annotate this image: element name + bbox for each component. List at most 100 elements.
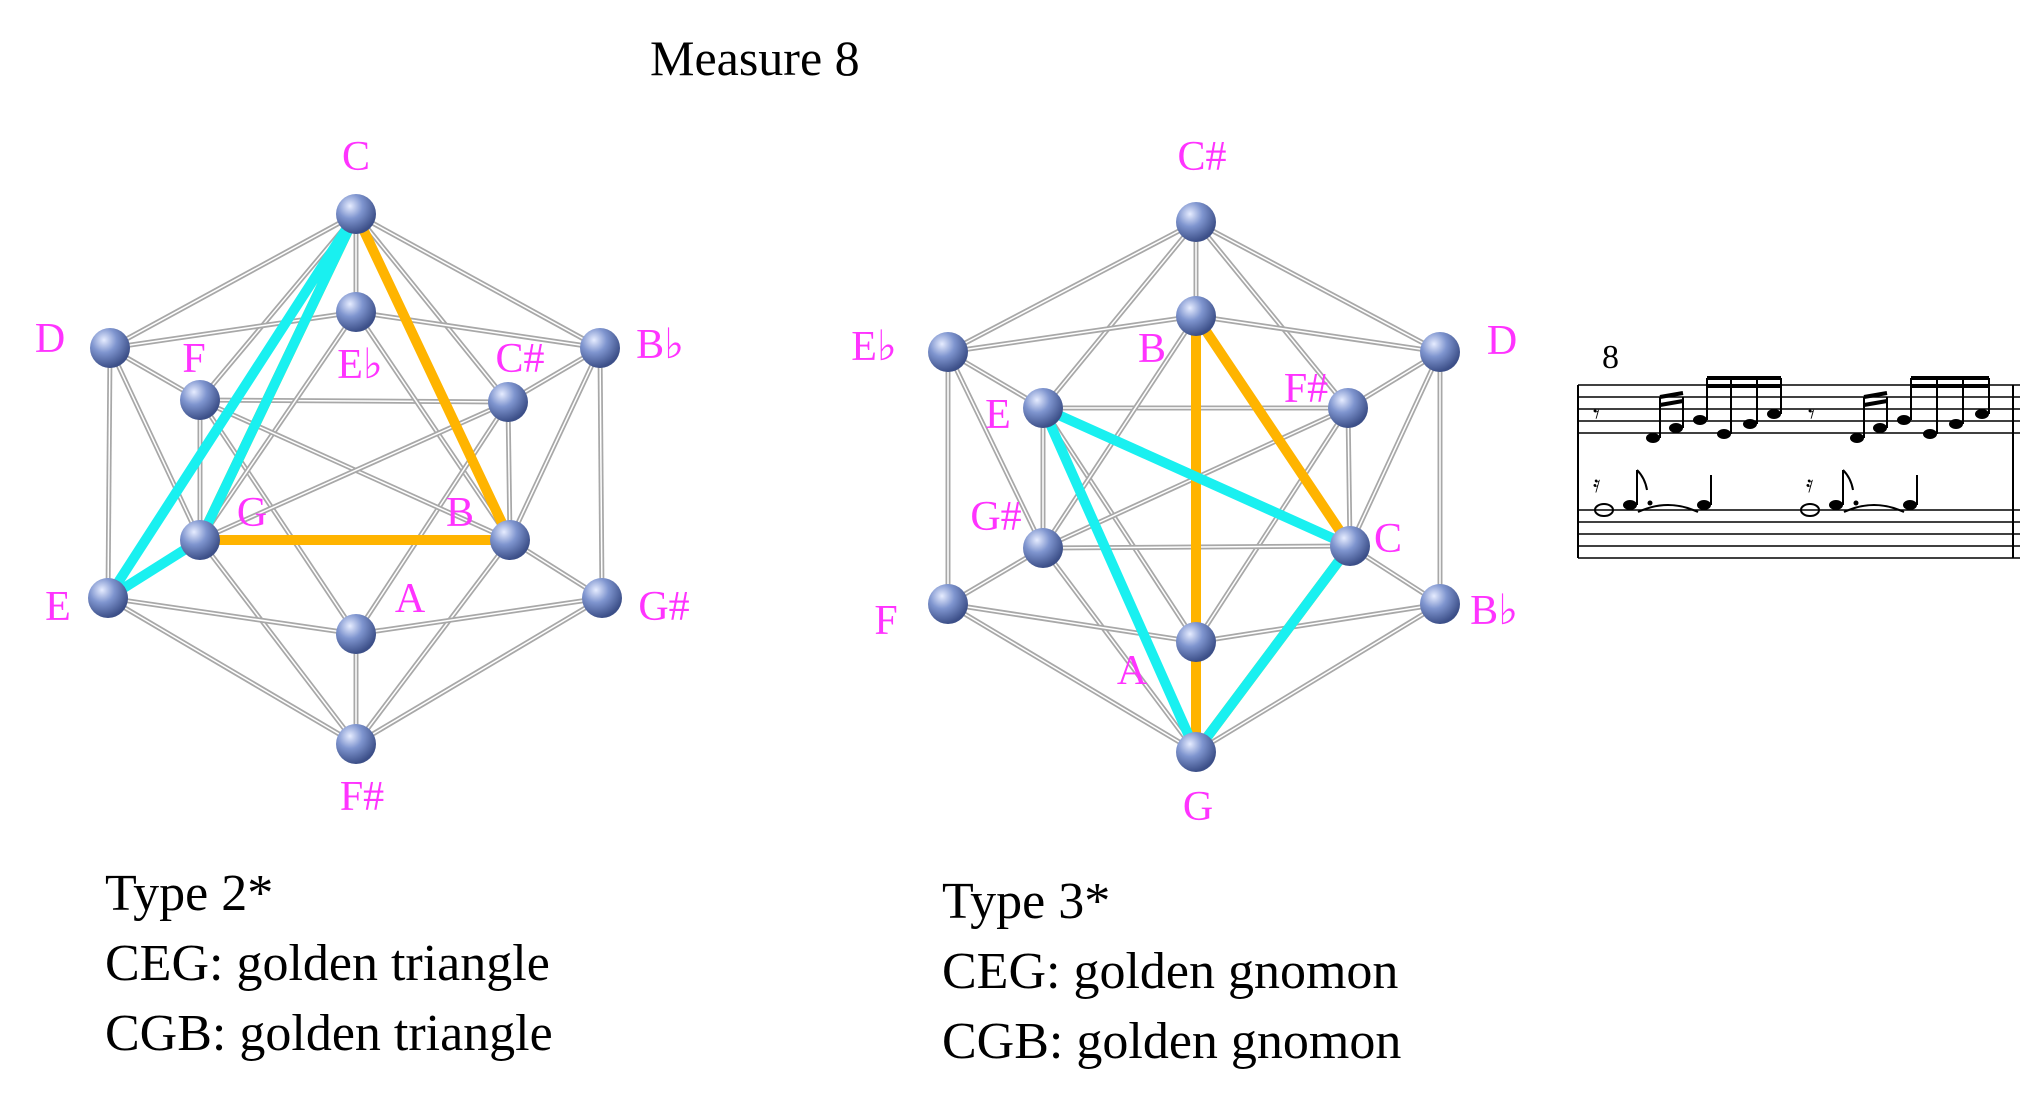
caption-type3-line2: CGB: golden gnomon	[942, 1013, 1401, 1070]
pitch-label: G	[237, 490, 267, 536]
vertex-node	[490, 520, 530, 560]
vertex-node	[90, 328, 130, 368]
pitch-label: C	[342, 134, 370, 180]
note-group-2	[1850, 376, 1990, 443]
edge	[199, 311, 357, 541]
pitch-label: C#	[1177, 134, 1226, 180]
pitch-label: G	[1183, 784, 1213, 830]
caption-type3-title: Type 3*	[942, 873, 1110, 930]
edge	[355, 597, 603, 745]
staff-upper	[1578, 384, 2020, 434]
pitch-label: E	[985, 392, 1011, 438]
edge	[1349, 351, 1441, 547]
edge	[1195, 221, 1349, 409]
edge	[107, 597, 357, 635]
vertex-node	[88, 578, 128, 618]
edge	[199, 539, 357, 745]
staff-lower	[1578, 509, 2020, 559]
vertex-node	[1023, 388, 1063, 428]
caption-type2-line1: CEG: golden triangle	[105, 935, 550, 992]
vertex-node	[582, 578, 622, 618]
edge	[109, 347, 201, 541]
score-excerpt: 8 𝄾	[1577, 339, 2020, 559]
edge	[199, 399, 509, 403]
edge	[107, 597, 357, 745]
vertex-node	[1420, 584, 1460, 624]
measure-number: 8	[1602, 339, 1619, 376]
edge	[355, 597, 603, 635]
edge	[1195, 315, 1441, 353]
vertex-node	[1176, 202, 1216, 242]
pitch-label: D	[1487, 318, 1517, 364]
pitch-label: G#	[638, 584, 689, 630]
pitch-label: B♭	[636, 322, 684, 368]
edge	[599, 347, 603, 599]
edge	[355, 311, 601, 349]
pitch-label: A	[1117, 648, 1148, 694]
edge	[1042, 407, 1197, 643]
pitch-label: C	[1374, 516, 1402, 562]
edge	[947, 221, 1197, 353]
vertex-node	[1176, 296, 1216, 336]
vertex-node	[1328, 388, 1368, 428]
caption-type2: Type 2* CEG: golden triangle CGB: golden…	[105, 865, 553, 1062]
edge	[947, 315, 1197, 353]
vertex-node	[488, 382, 528, 422]
pitch-label: F#	[340, 774, 384, 820]
svg-text:𝄿: 𝄿	[1806, 472, 1813, 498]
pitch-label: D	[35, 316, 65, 362]
caption-type3-line1: CEG: golden gnomon	[942, 943, 1398, 1000]
pitch-label: C#	[495, 336, 544, 382]
pitch-label: E♭	[851, 324, 896, 370]
edge	[355, 213, 601, 349]
vertex-node	[928, 584, 968, 624]
pitch-label: F#	[1284, 366, 1328, 412]
pitch-label: B	[1138, 326, 1166, 372]
edge	[1195, 407, 1349, 643]
edge	[1347, 407, 1351, 547]
icosahedron-type3: C# E♭ E B F# D G# C F A B♭ G	[851, 134, 1518, 830]
pitch-label: B♭	[1470, 588, 1518, 634]
pitch-label: E	[45, 584, 71, 630]
edge	[1195, 603, 1441, 753]
edge	[109, 213, 357, 349]
edge	[507, 401, 511, 541]
pitch-label: G#	[970, 494, 1021, 540]
note-group-1: 𝄾 𝄾	[1593, 376, 1815, 443]
pitch-label: F	[874, 598, 897, 644]
edge	[1042, 221, 1197, 409]
edge	[199, 213, 357, 401]
svg-text:𝄾: 𝄾	[1593, 400, 1600, 429]
edge	[355, 213, 509, 403]
edge	[1042, 315, 1197, 549]
edge	[947, 351, 1044, 549]
edge	[355, 539, 511, 745]
edge	[355, 401, 509, 635]
caption-type3: Type 3* CEG: golden gnomon CGB: golden g…	[942, 873, 1401, 1070]
caption-type2-line2: CGB: golden triangle	[105, 1005, 553, 1062]
lower-voice: 𝄿 𝄿	[1593, 469, 1918, 517]
edge	[947, 603, 1197, 643]
edge	[1195, 603, 1441, 643]
edge	[1195, 221, 1441, 353]
pitch-label: F	[182, 336, 205, 382]
edge	[1042, 547, 1197, 753]
vertex-node	[180, 520, 220, 560]
pitch-label: E♭	[337, 342, 382, 388]
edge	[109, 311, 357, 349]
cyan-triangle	[103, 209, 361, 603]
vertex-node	[1176, 732, 1216, 772]
vertex-node	[336, 724, 376, 764]
pitch-label: A	[395, 576, 426, 622]
vertex-node	[1176, 622, 1216, 662]
vertex-node	[336, 614, 376, 654]
vertex-node	[1330, 526, 1370, 566]
caption-type2-title: Type 2*	[105, 865, 273, 922]
page-title: Measure 8	[650, 30, 860, 86]
vertex-node	[336, 292, 376, 332]
vertex-node	[1023, 528, 1063, 568]
edge	[199, 399, 357, 635]
vertex-node	[580, 328, 620, 368]
